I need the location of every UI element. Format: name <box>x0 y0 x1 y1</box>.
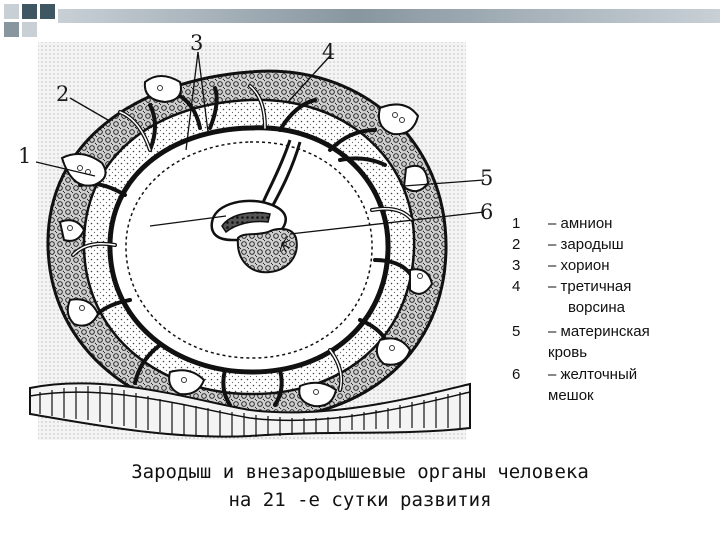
label-2: 2 <box>56 82 70 106</box>
corner-square <box>22 22 37 37</box>
uterine-epithelium <box>29 382 471 438</box>
legend-text: мешок <box>548 387 594 404</box>
label-1: 1 <box>18 144 32 168</box>
villi-inner <box>72 85 413 391</box>
corner-square <box>40 4 55 19</box>
legend-number: 6 <box>512 366 521 383</box>
caption: Зародыш и внезародышевые органы человека… <box>40 458 680 514</box>
legend-number: 3 <box>512 257 521 274</box>
label-4: 4 <box>322 40 336 64</box>
label-5: 5 <box>480 166 494 190</box>
legend-text: – зародыш <box>548 236 624 253</box>
legend-number: 4 <box>512 278 521 295</box>
corner-square <box>4 22 19 37</box>
corner-square <box>4 4 19 19</box>
blood-cells <box>67 85 423 395</box>
legend-number: 2 <box>512 236 521 253</box>
legend-text: ворсина <box>568 299 625 316</box>
leader-lines <box>35 51 485 235</box>
legend-text: – желточный <box>548 366 638 383</box>
maternal-blood-lacunae <box>58 75 434 408</box>
legend-number: 5 <box>512 323 521 340</box>
caption-line-2: на 21 -е сутки развития <box>228 489 492 511</box>
amniotic-stalk <box>260 139 302 208</box>
yolk-sac-stars <box>279 235 291 253</box>
corner-square <box>22 4 37 19</box>
top-bar <box>58 9 720 23</box>
embryo <box>221 211 271 234</box>
label-3: 3 <box>190 31 204 55</box>
legend-number: 1 <box>512 215 521 232</box>
yolk-sac <box>236 227 298 274</box>
legend-text: – хорион <box>548 257 610 274</box>
legend-text: кровь <box>548 344 588 361</box>
legend-text: – амнион <box>548 215 613 232</box>
label-6: 6 <box>480 200 494 224</box>
legend-text: – третичная <box>548 278 632 295</box>
caption-line-1: Зародыш и внезародышевые органы человека <box>131 461 589 483</box>
legend-text: – материнская <box>548 323 650 340</box>
